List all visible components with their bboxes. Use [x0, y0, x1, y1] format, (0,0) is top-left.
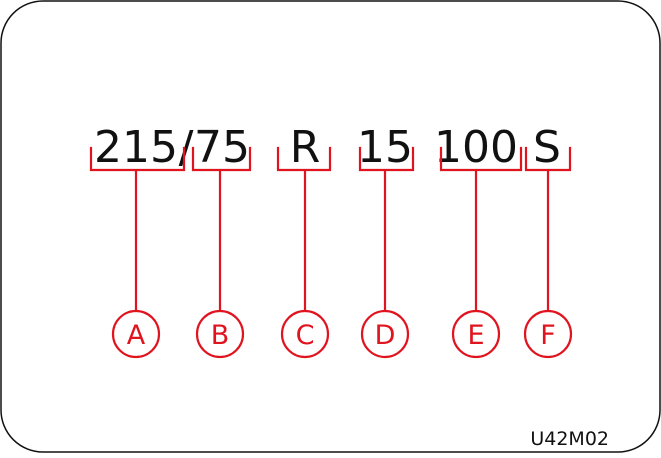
label-c-circle [280, 309, 330, 359]
label-c: C [296, 320, 315, 351]
label-e: E [467, 320, 484, 351]
label-e-circle [451, 309, 501, 359]
label-b-circle [195, 309, 245, 359]
bracket-b [191, 146, 252, 312]
bracket-c [276, 146, 332, 312]
bracket-e [439, 146, 523, 312]
bracket-a [89, 146, 186, 312]
label-b: B [211, 320, 230, 351]
label-a-circle [111, 309, 161, 359]
bracket-d [358, 146, 415, 312]
segment-c-text: R [290, 122, 321, 173]
label-a: A [127, 320, 146, 351]
label-f-circle [523, 309, 573, 359]
figure-code: U42M02 [530, 428, 609, 450]
label-d-circle [360, 309, 410, 359]
label-f: F [540, 320, 556, 351]
segment-e-text: 100 [434, 122, 518, 173]
segment-a-text: 215 [94, 122, 178, 173]
segment-d-text: 15 [357, 122, 413, 173]
segment-b-text: 75 [194, 122, 250, 173]
bracket-f [524, 146, 572, 312]
slash-separator: / [179, 122, 194, 173]
segment-f-text: S [533, 122, 561, 173]
label-d: D [375, 320, 396, 351]
